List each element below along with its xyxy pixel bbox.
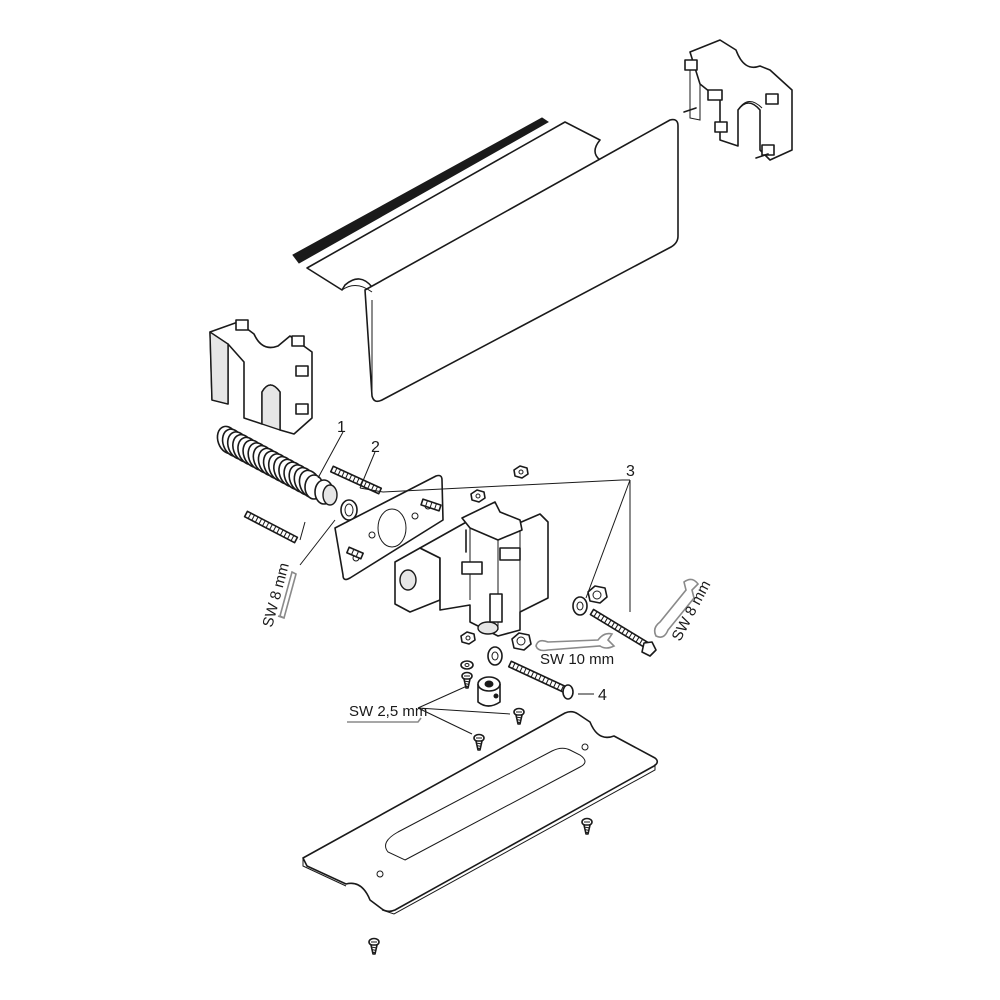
long-bolt: [589, 608, 657, 657]
flex-hose: [216, 425, 338, 506]
o-ring: [340, 499, 358, 521]
valve-housing: [394, 501, 549, 637]
label-hex-key-2-5: SW 2,5 mm: [349, 703, 427, 720]
hex-key-2-5: [347, 717, 422, 723]
screw-c: [473, 733, 485, 751]
callout-4: 4: [598, 687, 607, 704]
wrench-8: [653, 578, 700, 638]
gasket-strip: [292, 117, 549, 264]
washer-mid: [487, 646, 503, 666]
base-plate: [302, 710, 659, 915]
wrench-10: [535, 632, 616, 652]
cover-box: [306, 118, 679, 403]
end-bracket-left: [209, 319, 313, 435]
threaded-stud-upper: [329, 465, 383, 495]
screw-b: [513, 707, 525, 725]
callout-1: 1: [337, 419, 346, 436]
leader-lines: [299, 431, 631, 735]
lag-bolt: [507, 660, 574, 700]
callout-2: 2: [371, 439, 380, 456]
callout-3: 3: [626, 463, 635, 480]
threaded-stud-lower: [243, 510, 299, 544]
hex-nut-mid: [511, 632, 532, 651]
washer-small: [460, 660, 474, 670]
screw-e: [368, 937, 380, 955]
washer-right: [572, 596, 588, 616]
screw-a: [461, 671, 473, 689]
nut-top: [513, 465, 529, 479]
adjustment-cylinder: [477, 676, 501, 707]
hex-key-8: [277, 570, 297, 620]
hex-nut-right: [587, 585, 608, 604]
label-wrench-10: SW 10 mm: [540, 651, 614, 668]
nut-lower: [460, 631, 476, 645]
nut-upper: [470, 489, 486, 503]
screw-d: [581, 817, 593, 835]
end-bracket-right: [683, 39, 793, 161]
